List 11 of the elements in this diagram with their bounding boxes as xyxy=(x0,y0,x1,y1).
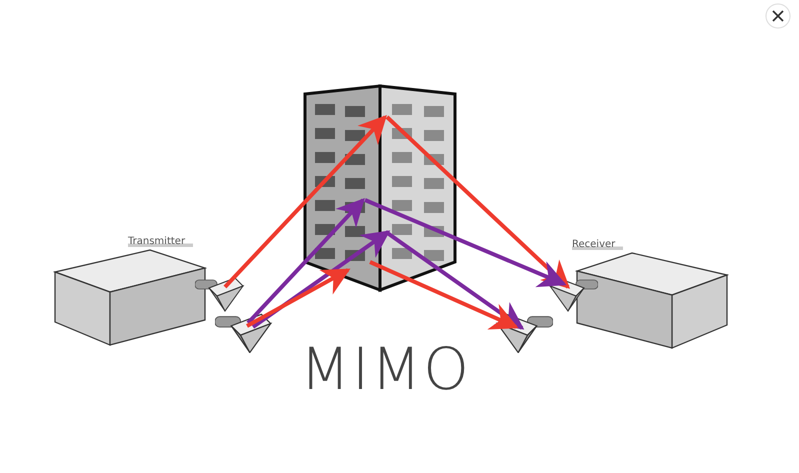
signal-arrow xyxy=(384,230,524,330)
device-label: Receiver xyxy=(572,239,624,250)
signal-arrow xyxy=(224,114,387,288)
device-label: Transmitter xyxy=(128,236,194,247)
heading-text: MIMO xyxy=(300,335,470,403)
signal-arrow xyxy=(369,260,519,330)
signal-arrow xyxy=(246,268,350,328)
signal-arrow xyxy=(252,230,390,329)
signal-arrow xyxy=(364,198,567,288)
signal-arrow xyxy=(246,198,365,324)
signal-arrow xyxy=(386,116,570,289)
